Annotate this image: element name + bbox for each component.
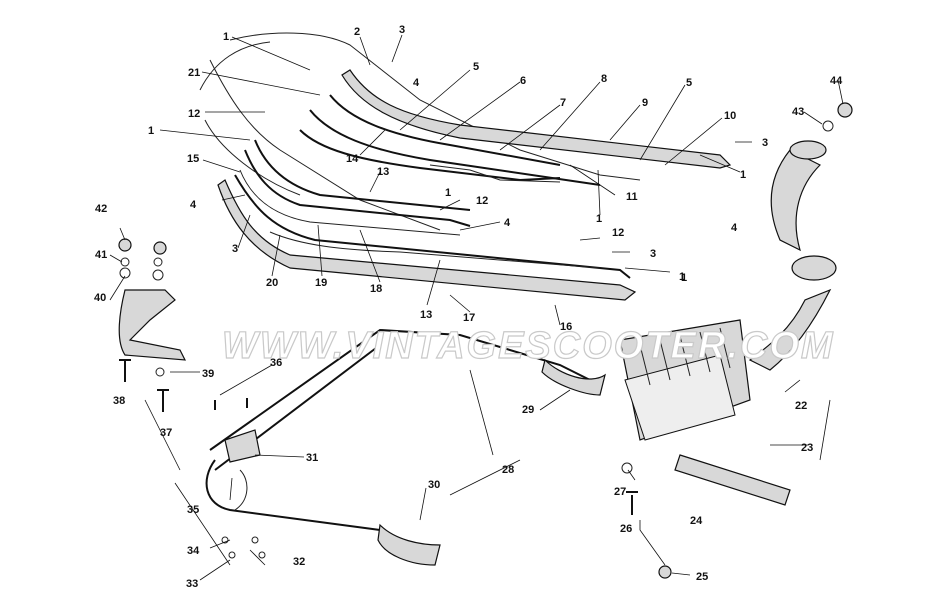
callout-5: 5 — [473, 61, 479, 73]
callout-22: 22 — [795, 400, 807, 412]
callout-4: 4 — [504, 217, 511, 229]
callout-12: 12 — [476, 195, 488, 207]
callout-1: 1 — [148, 125, 154, 137]
callout-7: 7 — [560, 97, 566, 109]
callout-3: 3 — [762, 137, 768, 149]
callout-12: 12 — [612, 227, 624, 239]
callout-15: 15 — [187, 153, 199, 165]
callout-33: 33 — [186, 578, 198, 590]
callout-3: 3 — [650, 248, 656, 260]
leader-lines — [109, 34, 844, 581]
nut-42a — [118, 238, 132, 252]
callout-13: 13 — [377, 166, 389, 178]
callout-4: 4 — [413, 77, 420, 89]
callout-6: 6 — [520, 75, 526, 87]
callout-43: 43 — [792, 106, 804, 118]
callout-1: 1 — [223, 31, 229, 43]
callout-38: 38 — [113, 395, 125, 407]
callout-44: 44 — [830, 75, 843, 87]
callout-3: 3 — [399, 24, 405, 36]
callout-28: 28 — [502, 464, 514, 476]
callout-41: 41 — [95, 249, 107, 261]
lower-running-board — [217, 174, 637, 301]
callout-26: 26 — [620, 523, 632, 535]
callout-labels: 1 2 3 4 5 6 7 8 9 5 10 3 1 11 1 4 44 43 … — [94, 24, 843, 590]
callout-35: 35 — [187, 504, 199, 516]
callout-1: 1 — [445, 187, 451, 199]
callout-2: 2 — [354, 26, 360, 38]
callout-8: 8 — [601, 73, 607, 85]
callout-1: 1 — [740, 169, 746, 181]
callout-25: 25 — [696, 571, 708, 583]
callout-30: 30 — [428, 479, 440, 491]
callout-39: 39 — [202, 368, 214, 380]
callout-24: 24 — [690, 515, 703, 527]
callout-36: 36 — [270, 357, 282, 369]
callout-21: 21 — [188, 67, 200, 79]
callout-1: 1 — [596, 213, 602, 225]
watermark-text: WWW.VINTAGESCOOTER.COM — [222, 325, 835, 367]
middle-floor-rails — [239, 139, 471, 236]
exhaust-elbow — [770, 140, 827, 252]
callout-19: 19 — [315, 277, 327, 289]
nut-42b — [153, 241, 167, 255]
callout-12: 12 — [188, 108, 200, 120]
callout-29: 29 — [522, 404, 534, 416]
callout-40: 40 — [94, 292, 106, 304]
muffler — [619, 255, 837, 506]
callout-5: 5 — [686, 77, 692, 89]
callout-42: 42 — [95, 203, 107, 215]
left-bracket — [118, 289, 187, 361]
callout-4: 4 — [190, 199, 197, 211]
callout-23: 23 — [801, 442, 813, 454]
callout-16: 16 — [560, 321, 572, 333]
callout-4: 4 — [731, 222, 738, 234]
callout-13: 13 — [420, 309, 432, 321]
callout-27: 27 — [614, 486, 626, 498]
callout-10: 10 — [724, 110, 736, 122]
hardware — [118, 102, 853, 579]
crash-bar-assembly — [205, 328, 606, 566]
callout-32: 32 — [293, 556, 305, 568]
callout-37: 37 — [160, 427, 172, 439]
callout-20: 20 — [266, 277, 278, 289]
callout-1: 1 — [679, 271, 685, 283]
callout-34: 34 — [187, 545, 200, 557]
callout-18: 18 — [370, 283, 382, 295]
body-outline — [199, 32, 641, 231]
upper-floor-rails — [299, 69, 732, 186]
callout-9: 9 — [642, 97, 648, 109]
callout-3: 3 — [232, 243, 238, 255]
callout-11: 11 — [626, 191, 638, 203]
callout-14: 14 — [346, 153, 359, 165]
callout-31: 31 — [306, 452, 318, 464]
callout-17: 17 — [463, 312, 475, 324]
callout-1: 1 — [681, 272, 687, 284]
